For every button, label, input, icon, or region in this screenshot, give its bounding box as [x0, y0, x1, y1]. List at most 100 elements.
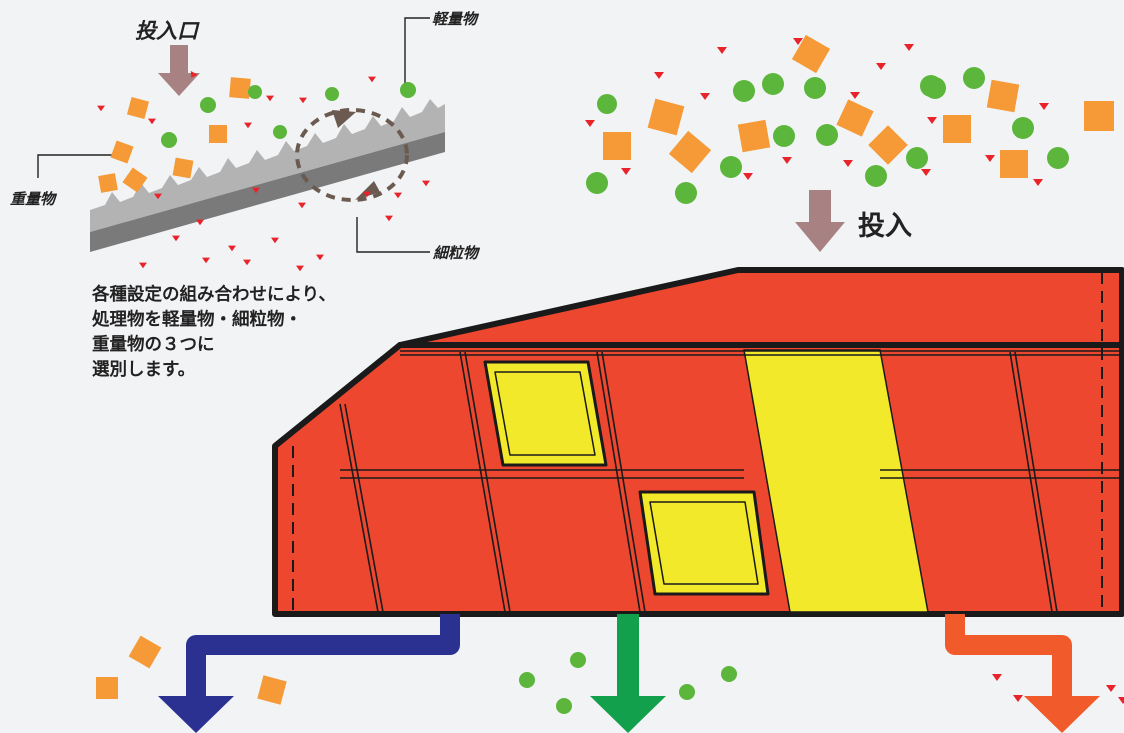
fine-particle	[252, 187, 260, 194]
input-label: 投入	[858, 211, 912, 242]
light-output-arrow-icon	[590, 614, 666, 733]
fine-particle	[385, 215, 393, 222]
light-particle	[273, 125, 287, 139]
heavy-particle	[647, 98, 685, 136]
light-particle	[161, 132, 177, 148]
frame-lines	[339, 350, 1122, 613]
light-particle	[248, 85, 262, 99]
fine-particle	[394, 192, 402, 199]
fine-label: 細粒物	[433, 244, 479, 262]
heavy-particle	[791, 34, 831, 74]
screen-detail	[37, 17, 445, 272]
light-particle	[920, 75, 942, 97]
fine-particle	[921, 169, 931, 176]
fine-particle	[296, 265, 304, 272]
light-particle	[586, 172, 608, 194]
fine-particle	[927, 117, 937, 124]
heavy-particle	[110, 140, 134, 164]
light-particle	[906, 147, 928, 169]
description: 各種設定の組み合わせにより、 処理物を軽量物・細粒物・ 重量物の３つに 選別しま…	[92, 283, 336, 383]
heavy-particle	[603, 132, 631, 160]
heavy-particle	[986, 79, 1020, 113]
fine-particle	[316, 254, 324, 261]
light-particle	[200, 97, 216, 113]
fine-particle	[782, 157, 792, 164]
yellow-stripe	[743, 349, 929, 613]
light-particle	[519, 672, 535, 688]
light-particle	[1047, 147, 1069, 169]
heavy-leader	[37, 154, 112, 178]
description-line: 重量物の３つに	[92, 335, 215, 355]
heavy-particle	[943, 115, 971, 143]
heavy-particle	[96, 677, 118, 699]
description-line: 選別します。	[92, 360, 196, 380]
fine-leader	[356, 217, 430, 253]
heavy-particle	[737, 119, 771, 153]
fine-particle	[850, 92, 860, 99]
light-particle	[804, 77, 826, 99]
screen-blade-side	[90, 132, 445, 252]
fine-particle	[1013, 695, 1023, 702]
machine-top	[397, 267, 1124, 348]
fine-particle	[1033, 179, 1043, 186]
light-particle	[675, 182, 697, 204]
heavy-particle	[172, 157, 194, 179]
heavy-particle	[836, 99, 874, 137]
fine-particle	[985, 155, 995, 162]
fine-output-arrow-icon	[945, 614, 1100, 733]
heavy-output-arrow-icon	[158, 614, 460, 733]
light-leader	[404, 17, 430, 85]
inlet-label: 投入口	[135, 19, 198, 43]
fine-particle	[1118, 697, 1124, 704]
fine-particle	[154, 193, 162, 200]
fine-particle	[363, 191, 371, 198]
rotation-arrow-up-icon	[332, 110, 356, 128]
fine-particle	[244, 122, 252, 129]
light-label: 軽量物	[432, 10, 478, 28]
light-particle	[570, 652, 586, 668]
description-line: 各種設定の組み合わせにより、	[92, 285, 336, 305]
fine-particle	[271, 237, 279, 244]
light-particle	[963, 67, 985, 89]
fine-particle	[172, 235, 180, 242]
fine-particle	[196, 219, 204, 226]
rotation-arrow-down-icon	[355, 181, 380, 200]
fine-particle	[1039, 103, 1049, 110]
heavy-particle	[126, 96, 150, 120]
heavy-particle	[668, 130, 712, 174]
heavy-particle	[128, 635, 162, 669]
fine-particle	[621, 168, 631, 175]
fine-particle	[266, 95, 274, 102]
fine-particle	[743, 173, 753, 180]
heavy-particle	[257, 675, 287, 705]
particles	[96, 34, 1124, 714]
light-particle	[597, 94, 617, 114]
light-particle	[733, 80, 755, 102]
light-particle	[773, 125, 795, 147]
window-upper	[483, 360, 608, 467]
fine-particle	[843, 160, 853, 167]
heavy-particle	[1000, 150, 1028, 178]
fine-particle	[793, 38, 803, 45]
fine-particle	[243, 259, 251, 266]
screen-blade	[90, 99, 445, 232]
description-line: 処理物を軽量物・細粒物・	[92, 310, 302, 330]
fine-particle	[368, 76, 376, 83]
inlet-arrow-icon	[158, 45, 200, 96]
light-particle	[679, 684, 695, 700]
fine-particle	[700, 93, 710, 100]
machine	[272, 267, 1124, 617]
fine-particle	[190, 70, 198, 78]
light-particle	[721, 666, 737, 682]
fine-particle	[202, 257, 210, 264]
heavy-particle	[868, 125, 908, 165]
heavy-particle	[229, 77, 251, 99]
fine-particle	[876, 63, 886, 70]
heavy-particle	[122, 167, 148, 193]
heavy-particle	[98, 173, 118, 193]
light-particle	[720, 156, 742, 178]
fine-particle	[654, 72, 664, 79]
fine-particle	[992, 674, 1002, 681]
fine-particle	[148, 118, 156, 125]
